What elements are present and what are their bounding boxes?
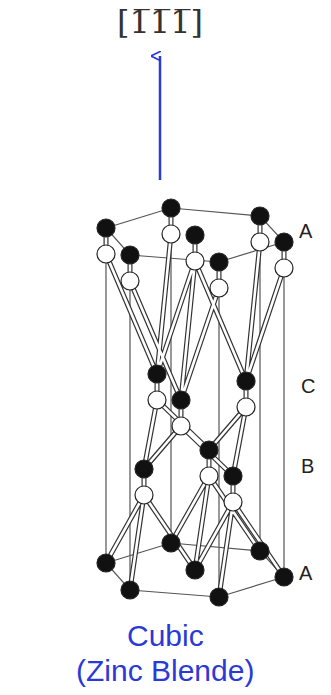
black-atom xyxy=(135,460,153,478)
white-atom xyxy=(200,467,218,485)
black-atom xyxy=(237,372,255,390)
black-atom xyxy=(121,246,139,264)
structure-caption: Cubic (Zinc Blende) xyxy=(76,618,266,688)
white-atom xyxy=(135,486,153,504)
layer-label: B xyxy=(301,454,314,478)
white-atom xyxy=(172,417,190,435)
white-atom xyxy=(186,252,204,270)
black-atom xyxy=(186,561,204,579)
direction-arrow xyxy=(159,56,162,180)
prism-frame xyxy=(106,208,284,597)
black-atom xyxy=(251,207,269,225)
black-atom xyxy=(251,542,269,560)
white-atom xyxy=(251,233,269,251)
white-atom xyxy=(148,391,166,409)
black-atom xyxy=(275,233,293,251)
white-atom xyxy=(210,279,228,297)
white-atom xyxy=(97,245,115,263)
atoms xyxy=(97,199,293,606)
black-atom xyxy=(200,441,218,459)
black-atom xyxy=(97,554,115,572)
black-atom xyxy=(210,253,228,271)
white-atom xyxy=(275,259,293,277)
black-atom xyxy=(172,391,190,409)
white-atom xyxy=(224,493,242,511)
prism-edges xyxy=(106,208,284,597)
layer-label: A xyxy=(299,561,312,585)
bond-outline xyxy=(106,208,284,597)
black-atom xyxy=(224,467,242,485)
layer-label: A xyxy=(299,219,312,243)
layer-label: C xyxy=(301,374,315,398)
bonds xyxy=(106,208,284,597)
white-atom xyxy=(237,398,255,416)
black-atom xyxy=(210,588,228,606)
white-atom xyxy=(162,225,180,243)
white-atom xyxy=(121,272,139,290)
black-atom xyxy=(162,534,180,552)
black-atom xyxy=(148,365,166,383)
black-atom xyxy=(97,219,115,237)
black-atom xyxy=(162,199,180,217)
bond-fill xyxy=(106,208,284,597)
direction-label: [1̅1̅1̅] xyxy=(100,0,220,44)
black-atom xyxy=(186,226,204,244)
black-atom xyxy=(275,568,293,586)
black-atom xyxy=(121,581,139,599)
